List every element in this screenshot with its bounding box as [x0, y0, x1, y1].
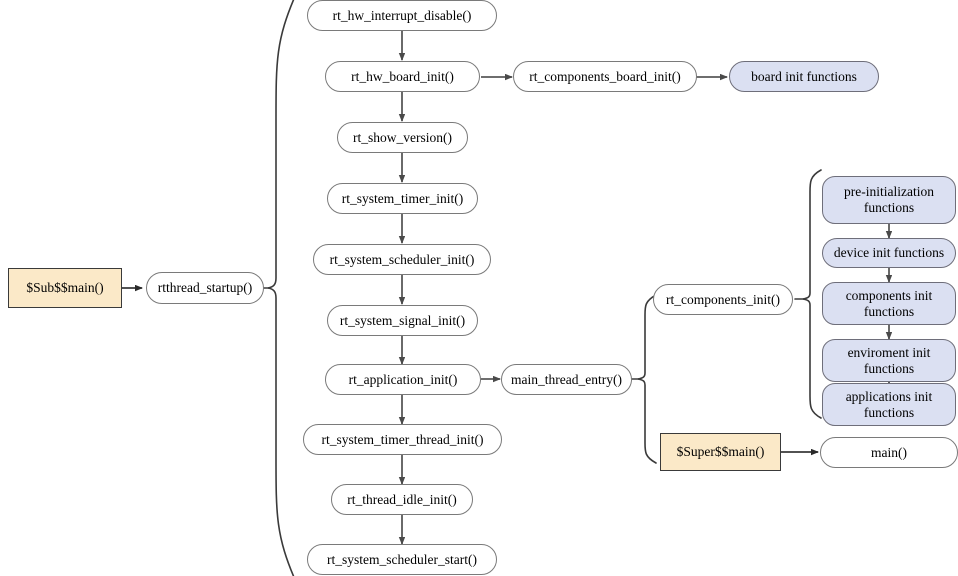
- node-rt-show-version[interactable]: rt_show_version(): [337, 122, 468, 153]
- node-applications-init-functions[interactable]: applications init functions: [822, 383, 956, 426]
- node-components-init-functions[interactable]: components init functions: [822, 282, 956, 325]
- node-rt-system-signal-init[interactable]: rt_system_signal_init(): [327, 305, 478, 336]
- node-rt-hw-board-init[interactable]: rt_hw_board_init(): [325, 61, 480, 92]
- node-rt-components-init[interactable]: rt_components_init(): [653, 284, 793, 315]
- node-device-init-functions[interactable]: device init functions: [822, 238, 956, 268]
- node-board-init-functions[interactable]: board init functions: [729, 61, 879, 92]
- node-main-thread-entry[interactable]: main_thread_entry(): [501, 364, 632, 395]
- init-fn-line2: functions: [863, 404, 915, 420]
- init-fn-line1: enviroment init: [847, 344, 931, 360]
- init-fn-line1: applications init: [845, 388, 933, 404]
- node-rt-components-board-init[interactable]: rt_components_board_init(): [513, 61, 697, 92]
- node-rt-system-timer-thread-init[interactable]: rt_system_timer_thread_init(): [303, 424, 502, 455]
- node-rt-system-scheduler-start[interactable]: rt_system_scheduler_start(): [307, 544, 497, 575]
- node-rt-system-scheduler-init[interactable]: rt_system_scheduler_init(): [313, 244, 491, 275]
- init-fn-line2: functions: [863, 200, 915, 215]
- node-main[interactable]: main(): [820, 437, 958, 468]
- node-super-main[interactable]: $Super$$main(): [660, 433, 781, 471]
- node-pre-initialization-functions[interactable]: pre-initialization functions: [822, 176, 956, 224]
- node-rt-system-timer-init[interactable]: rt_system_timer_init(): [327, 183, 478, 214]
- init-fn-line1: components init: [845, 287, 933, 303]
- node-sub-main[interactable]: $Sub$$main(): [8, 268, 122, 308]
- node-rt-application-init[interactable]: rt_application_init(): [325, 364, 481, 395]
- node-enviroment-init-functions[interactable]: enviroment init functions: [822, 339, 956, 382]
- init-fn-line1: pre-initialization: [844, 184, 934, 200]
- init-fn-line2: functions: [863, 303, 915, 319]
- node-rt-thread-idle-init[interactable]: rt_thread_idle_init(): [331, 484, 473, 515]
- node-rt-hw-interrupt-disable[interactable]: rt_hw_interrupt_disable(): [307, 0, 497, 31]
- node-rtthread-startup[interactable]: rtthread_startup(): [146, 272, 264, 304]
- init-fn-line2: functions: [863, 360, 915, 376]
